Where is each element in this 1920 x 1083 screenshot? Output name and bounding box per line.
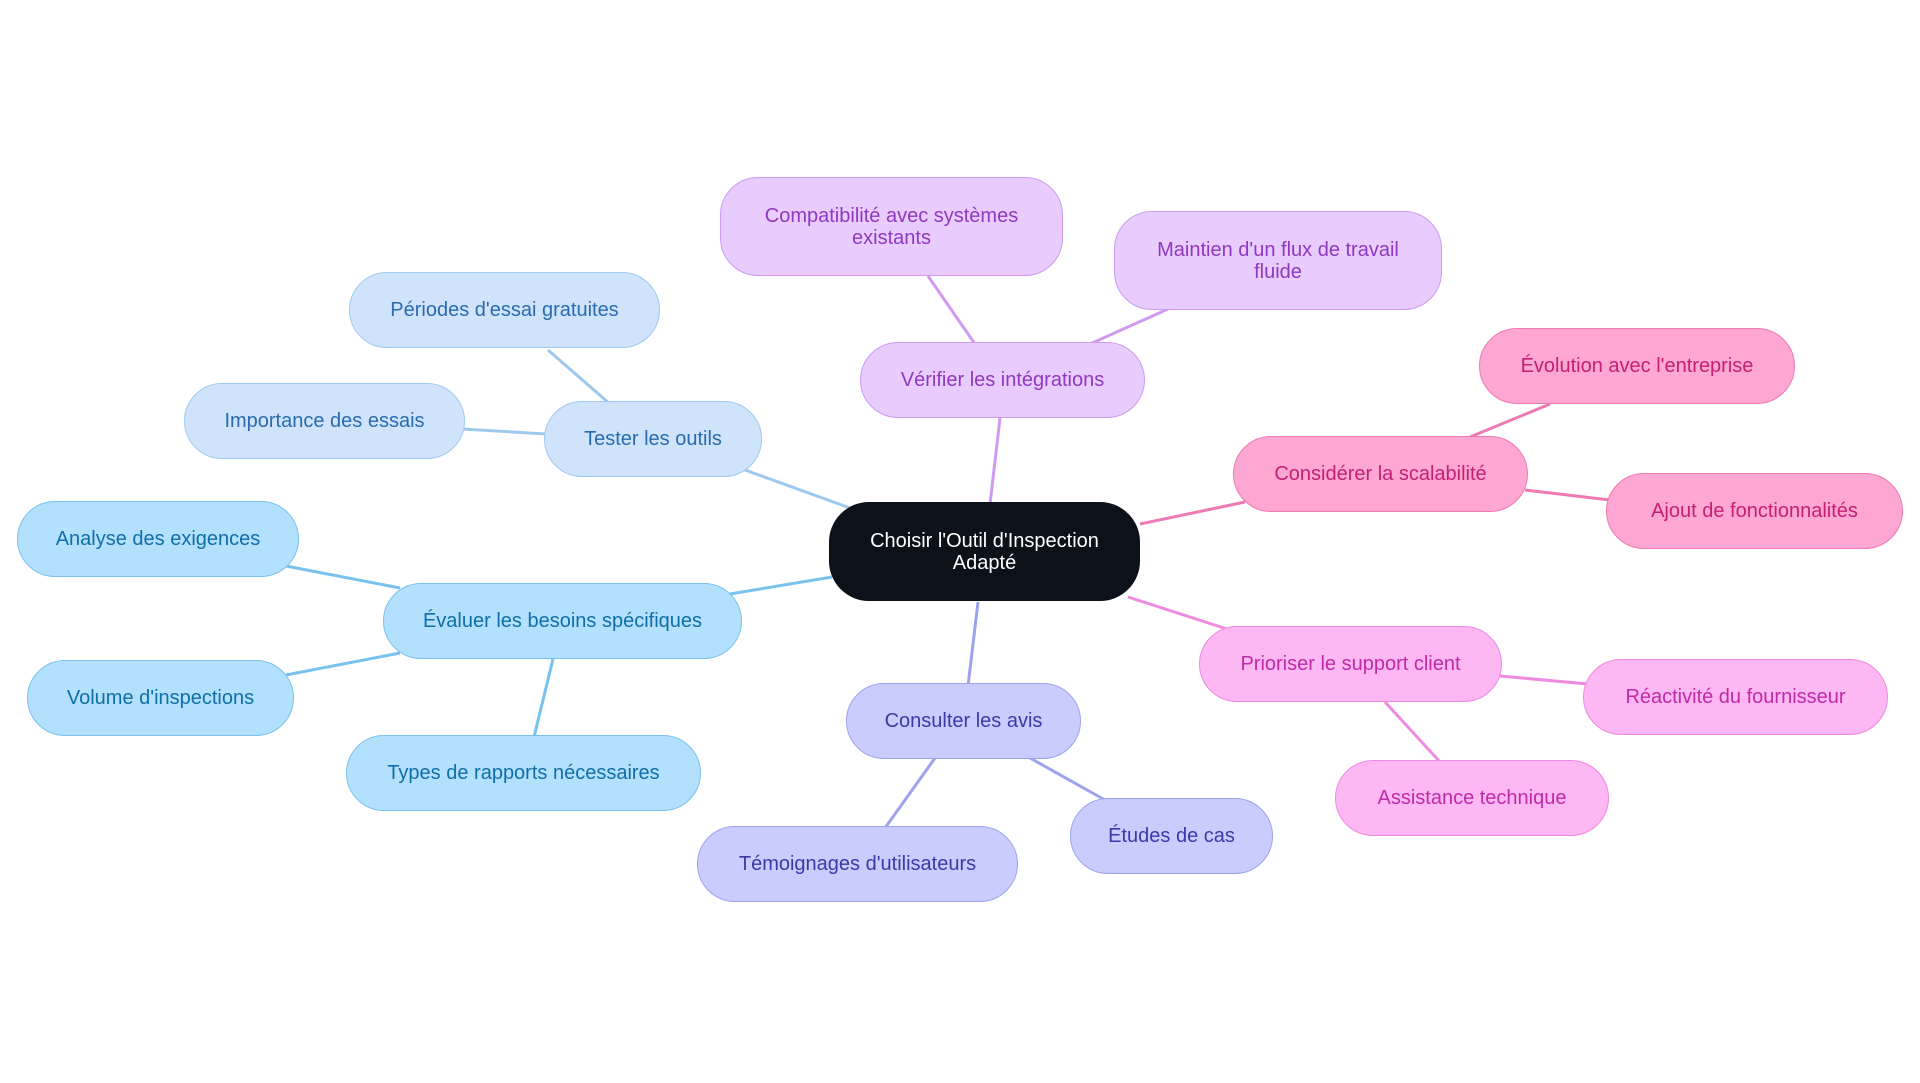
edge-center-tester xyxy=(744,468,851,510)
branch-avis-label: Consulter les avis xyxy=(884,710,1043,732)
branch-integrations-node[interactable]: Vérifier les intégrations xyxy=(860,342,1145,418)
edge-center-scalabilite xyxy=(1139,500,1246,526)
branch-avis-node[interactable]: Consulter les avis xyxy=(846,683,1081,759)
branch-evaluer-label: Évaluer les besoins spécifiques xyxy=(422,610,703,632)
integrations-child-maintien-label: Maintien d'un flux de travail fluide xyxy=(1157,238,1399,283)
branch-scalabilite-node[interactable]: Considérer la scalabilité xyxy=(1233,436,1528,512)
scalabilite-child-ajout-label: Ajout de fonctionnalités xyxy=(1651,500,1858,522)
scalabilite-child-evolution-node[interactable]: Évolution avec l'entreprise xyxy=(1479,328,1795,404)
evaluer-child-analyse-label: Analyse des exigences xyxy=(55,528,261,550)
edge-center-avis xyxy=(966,601,980,687)
branch-integrations-label: Vérifier les intégrations xyxy=(900,369,1105,391)
scalabilite-child-evolution-label: Évolution avec l'entreprise xyxy=(1520,355,1754,377)
edge-integrations-compatibilite xyxy=(926,275,977,345)
edge-tester-periodes xyxy=(547,348,611,406)
edge-center-support xyxy=(1127,595,1231,632)
integrations-child-compatibilite-label: Compatibilité avec systèmes existants xyxy=(764,204,1019,249)
support-child-reactivite-node[interactable]: Réactivité du fournisseur xyxy=(1583,659,1888,735)
evaluer-child-types-label: Types de rapports nécessaires xyxy=(387,762,660,784)
evaluer-child-volume-node[interactable]: Volume d'inspections xyxy=(27,660,294,736)
branch-tester-label: Tester les outils xyxy=(584,428,722,450)
edge-evaluer-types xyxy=(532,658,555,738)
branch-scalabilite-label: Considérer la scalabilité xyxy=(1274,463,1487,485)
edge-support-reactivite xyxy=(1499,674,1589,686)
support-child-reactivite-label: Réactivité du fournisseur xyxy=(1625,686,1846,708)
tester-child-importance-node[interactable]: Importance des essais xyxy=(184,383,465,459)
integrations-child-maintien-node[interactable]: Maintien d'un flux de travail fluide xyxy=(1114,211,1442,310)
tester-child-periodes-label: Périodes d'essai gratuites xyxy=(390,299,619,321)
avis-child-temoignages-label: Témoignages d'utilisateurs xyxy=(738,853,977,875)
support-child-assistance-label: Assistance technique xyxy=(1377,787,1567,809)
center-node[interactable]: Choisir l'Outil d'Inspection Adapté xyxy=(829,502,1140,601)
edge-scalabilite-ajout xyxy=(1524,488,1611,502)
edge-avis-etudes xyxy=(1029,756,1106,802)
evaluer-child-volume-label: Volume d'inspections xyxy=(66,687,255,709)
avis-child-etudes-label: Études de cas xyxy=(1108,825,1235,847)
edge-evaluer-volume xyxy=(285,651,401,677)
scalabilite-child-ajout-node[interactable]: Ajout de fonctionnalités xyxy=(1606,473,1903,549)
branch-support-label: Prioriser le support client xyxy=(1240,653,1461,675)
edge-integrations-maintien xyxy=(1089,307,1169,346)
branch-tester-node[interactable]: Tester les outils xyxy=(544,401,762,477)
avis-child-temoignages-node[interactable]: Témoignages d'utilisateurs xyxy=(697,826,1018,902)
edge-avis-temoignages xyxy=(883,757,937,829)
support-child-assistance-node[interactable]: Assistance technique xyxy=(1335,760,1609,836)
edge-evaluer-analyse xyxy=(285,564,401,590)
tester-child-importance-label: Importance des essais xyxy=(224,410,425,432)
evaluer-child-analyse-node[interactable]: Analyse des exigences xyxy=(17,501,299,577)
edge-center-integrations xyxy=(988,417,1002,505)
edge-scalabilite-evolution xyxy=(1469,402,1551,439)
tester-child-periodes-node[interactable]: Périodes d'essai gratuites xyxy=(349,272,660,348)
edge-tester-importance xyxy=(461,427,547,436)
avis-child-etudes-node[interactable]: Études de cas xyxy=(1070,798,1273,874)
evaluer-child-types-node[interactable]: Types de rapports nécessaires xyxy=(346,735,701,811)
branch-evaluer-node[interactable]: Évaluer les besoins spécifiques xyxy=(383,583,742,659)
branch-support-node[interactable]: Prioriser le support client xyxy=(1199,626,1502,702)
integrations-child-compatibilite-node[interactable]: Compatibilité avec systèmes existants xyxy=(720,177,1063,276)
edge-support-assistance xyxy=(1383,700,1442,764)
edge-center-evaluer xyxy=(729,575,833,596)
center-node-label: Choisir l'Outil d'Inspection Adapté xyxy=(870,529,1099,574)
